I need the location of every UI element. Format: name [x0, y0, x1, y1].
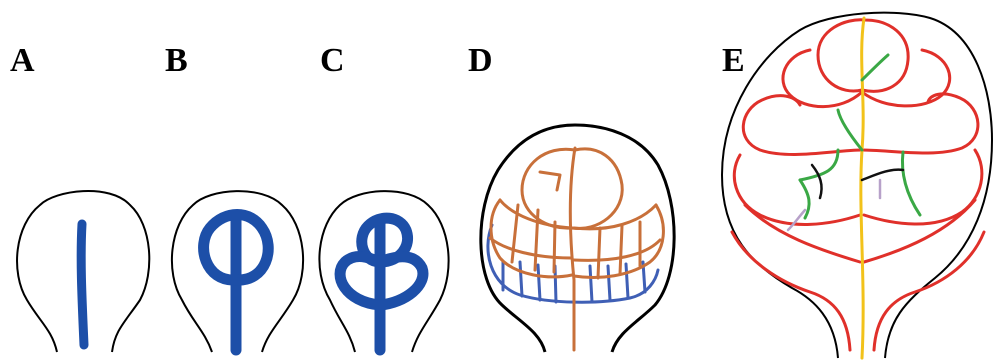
- leaf-e-yellow-midvein: [861, 18, 864, 358]
- leaf-d-outline: [481, 125, 674, 352]
- leaf-e-green-vein-5: [902, 152, 920, 215]
- leaf-a: [17, 191, 149, 352]
- leaf-e-green-vein-2: [838, 110, 862, 150]
- leaf-d-left-tier-2: [490, 238, 572, 258]
- leaf-e-red-tier-right-1: [862, 50, 950, 106]
- leaf-e-outline: [722, 13, 992, 358]
- leaf-b: [172, 191, 303, 352]
- leaf-e-black-veins: [812, 165, 903, 198]
- leaf-d-right-loops: [574, 205, 663, 278]
- leaf-d-midvein: [570, 148, 575, 350]
- leaf-e-green-vein-1: [862, 55, 888, 80]
- leaf-a-midvein: [81, 224, 84, 345]
- leaf-c-veins: [340, 218, 423, 350]
- leaf-c: [319, 191, 448, 352]
- leaf-e-lilac-vein-left: [788, 210, 805, 230]
- leaf-e: [722, 13, 992, 358]
- leaf-e-red-veins: [732, 20, 984, 350]
- leaf-d: [481, 125, 674, 352]
- leaf-b-veins: [204, 215, 269, 351]
- leaf-e-black-vein-right: [862, 170, 903, 180]
- leaf-e-black-vein-left: [812, 165, 822, 198]
- leaf-d-top-inner: [540, 172, 560, 190]
- leaf-d-right-tier-2: [574, 240, 660, 260]
